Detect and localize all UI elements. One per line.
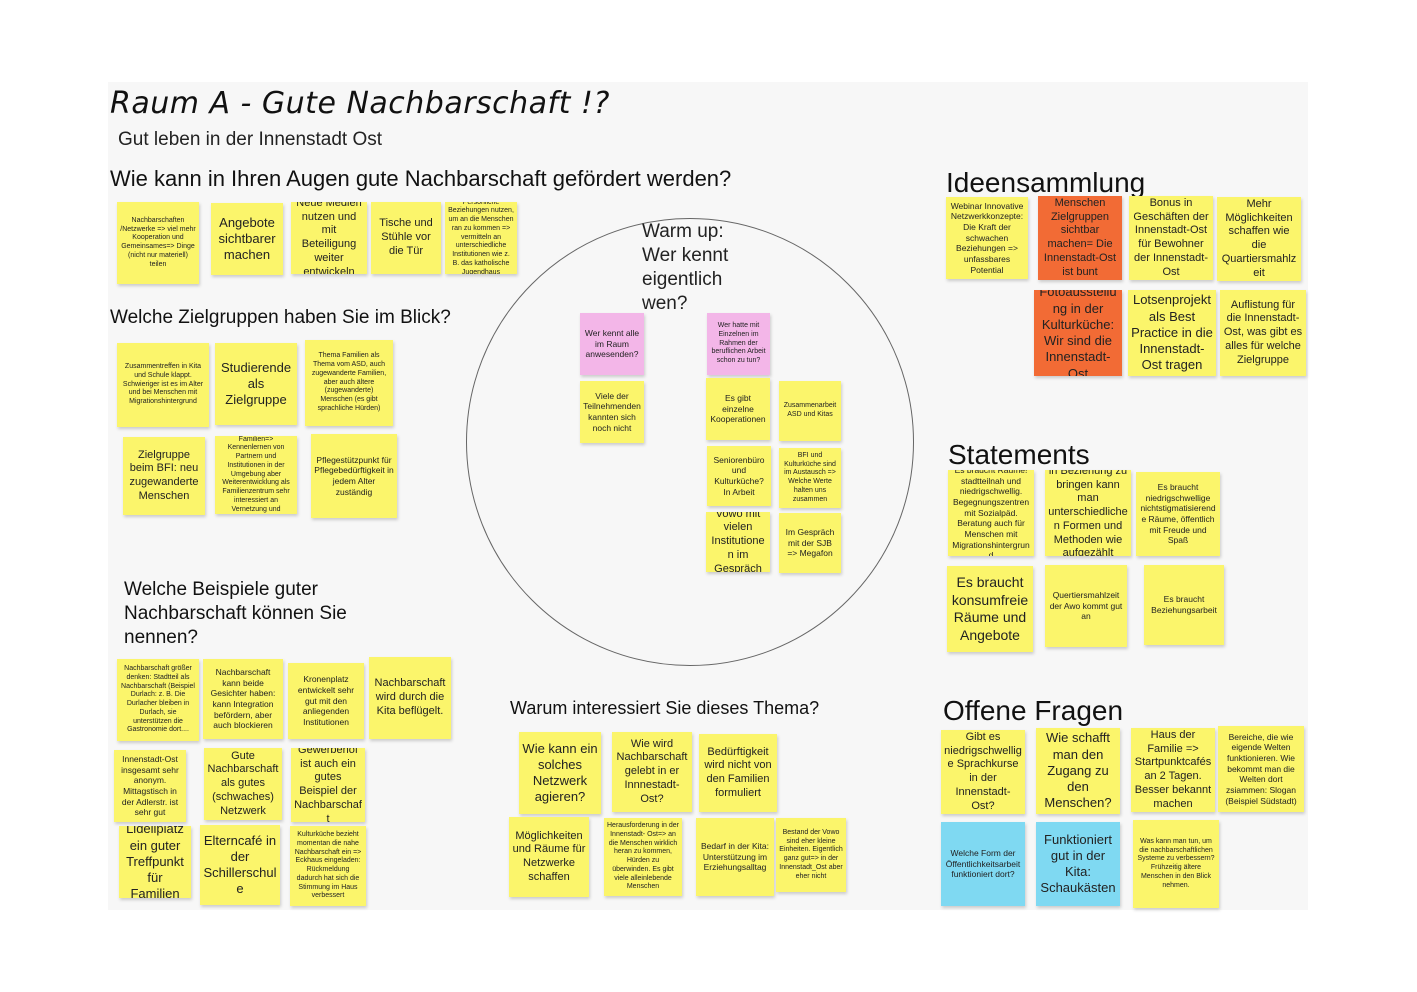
sticky-note[interactable]: Bereiche, die wie eigende Welten funktio… [1218,726,1304,812]
sticky-note[interactable]: Es gibt einzelne Kooperationen [706,378,770,440]
sticky-note[interactable]: Kronenplatz entwickelt sehr gut mit den … [288,663,364,739]
sticky-note[interactable]: Menschen Zielgruppen sichtbar machen= Di… [1038,196,1122,280]
sticky-note[interactable]: Gewerbehof ist auch ein gutes Beispiel d… [291,748,365,822]
sticky-note[interactable]: Was kann man tun, um die nachbarschaftli… [1133,820,1219,908]
sticky-note[interactable]: Elterncafé in der Schillerschule [200,825,280,905]
heading-statements: Statements [948,439,1090,470]
sticky-note[interactable]: Vowo mit vielen Institutionen im Gespräc… [706,512,770,572]
sticky-note[interactable]: Viele der Teilnehmenden kannten sich noc… [580,381,644,443]
sticky-note[interactable]: Quertiersmahlzeit der Awo kommt gut an [1045,565,1127,647]
sticky-note[interactable]: Neue Medien nutzen und mit Beteiligung w… [291,202,367,274]
sticky-note[interactable]: Bedarf in der Kita: Unterstützung im Erz… [696,818,774,896]
sticky-note[interactable]: Bedürftigkeit wird nicht von den Familie… [699,734,777,812]
sticky-note[interactable]: Es braucht Räume! stadtteilnah und niedr… [948,470,1034,556]
sticky-note[interactable]: Nachbarschaft kann beide Gesichter haben… [203,659,283,739]
sticky-note[interactable]: Lotsenprojekt als Best Practice in die I… [1128,290,1216,376]
warmup-heading: Warm up: Wer kennt eigentlich wen? [642,221,729,314]
sticky-note[interactable]: Wer hatte mit Einzelnen im Rahmen der be… [707,313,770,375]
heading-offene-fragen: Offene Fragen [943,695,1124,726]
sticky-note[interactable]: Haus der Familie => Startpunktcafés an 2… [1131,728,1215,812]
sticky-note[interactable]: Innenstadt-Ost insgesamt sehr anonym. Mi… [114,750,186,822]
sticky-note[interactable]: Nachbarschaft wird durch die Kita beflüg… [369,657,451,739]
heading-question-1: Wie kann in Ihren Augen gute Nachbarscha… [110,166,732,191]
sticky-note[interactable]: Seniorenbüro und Kulturküche? In Arbeit [707,446,771,506]
sticky-note[interactable]: Persönliche Beziehungen nutzen, um an di… [445,202,517,274]
sticky-note[interactable]: Herausforderung in der Innenstadt- Ost=>… [604,818,682,896]
sticky-note[interactable]: Möglichkeiten und Räume für Netzwerke sc… [509,817,589,897]
sticky-note[interactable]: Angebote sichtbarer machen [211,203,283,275]
sticky-note[interactable]: Gute Nachbarschaft als gutes (schwaches)… [204,748,282,820]
sticky-note[interactable]: Funktioniert gut in der Kita: Schaukäste… [1036,822,1120,906]
sticky-note[interactable]: Fotoausstellung in der Kulturküche: Wir … [1034,290,1122,376]
sticky-note[interactable]: Um Menschen in Beziehung zu bringen kann… [1045,470,1131,556]
warmup-circle [466,218,914,666]
sticky-note[interactable]: Bonus in Geschäften der Innenstadt-Ost f… [1129,196,1213,280]
sticky-note[interactable]: Zusammentreffen in Kita und Schule klapp… [117,343,209,427]
heading-question-4: Warum interessiert Sie dieses Thema? [510,698,820,718]
sticky-note[interactable]: Wie wird Nachbarschaft gelebt in er Innn… [612,732,692,812]
sticky-note[interactable]: BFI und Kulturküche sind im Austausch =>… [779,448,841,508]
sticky-note[interactable]: Wie kann ein solches Netzwerk agieren? [519,732,601,814]
heading-question-2: Welche Zielgruppen haben Sie im Blick? [110,307,451,328]
sticky-note[interactable]: Zusammenarbeit ASD und Kitas [779,381,841,441]
sticky-note[interactable]: Gibt es niedrigschwellige Sprachkurse in… [941,730,1025,814]
heading-ideensammlung: Ideensammlung [946,167,1146,198]
sticky-note[interactable]: Studierende als Zielgruppe [215,343,297,425]
sticky-note[interactable]: Lidellplatz ein guter Treffpunkt für Fam… [119,826,191,898]
sticky-note[interactable]: Thema Familien als Thema vom ASD, auch z… [305,340,393,426]
sticky-note[interactable]: Es braucht Beziehungsarbeit [1144,565,1224,645]
sticky-note[interactable]: Nachbarschaft größer denken: Stadtteil a… [117,659,199,741]
sticky-note[interactable]: Webinar Innovative Netzwerkkonzepte: Die… [946,197,1028,279]
sticky-note[interactable]: Kulturküche bezieht momentan die nahe Na… [290,826,366,906]
sticky-note[interactable]: Nachbarschaften /Netzwerke => viel mehr … [117,202,199,284]
sticky-note[interactable]: Mehr Möglichkeiten schaffen wie die Quar… [1217,197,1301,281]
sticky-note[interactable]: Es braucht konsumfreie Räume und Angebot… [947,566,1033,652]
sticky-note[interactable]: Auflistung für die Innenstadt-Ost, was g… [1220,290,1306,376]
sticky-note[interactable]: Zielgruppe beim BFI: neu zugewanderte Me… [123,437,205,515]
sticky-note[interactable]: Pflegestützpunkt für Pflegebedürftigkeit… [311,434,397,518]
sticky-note[interactable]: Wer kennt alle im Raum anwesenden? [580,313,644,375]
sticky-note[interactable]: Tische und Stühle vor die Tür [371,202,441,274]
sticky-note[interactable]: Im Gespräch mit der SJB => Megafon [779,513,841,573]
board-title: Raum A - Gute Nachbarschaft !? [110,86,610,121]
sticky-note[interactable]: Welche Form der Öffentlichkeitsarbeit fu… [941,822,1025,906]
sticky-note[interactable]: Wie schafft man den Zugang zu den Mensch… [1036,728,1120,814]
heading-question-3: Welche Beispiele guter Nachbarschaft kön… [124,579,347,648]
sticky-note[interactable]: Bestand der Vowo sind eher kleine Einhei… [776,818,846,892]
sticky-note[interactable]: Es braucht niedrigschwellige nichtstigma… [1136,472,1220,556]
sticky-note[interactable]: Zielgruppe Kinder und Familien=> Kennenl… [215,436,297,514]
board-subtitle: Gut leben in der Innenstadt Ost [118,129,383,150]
